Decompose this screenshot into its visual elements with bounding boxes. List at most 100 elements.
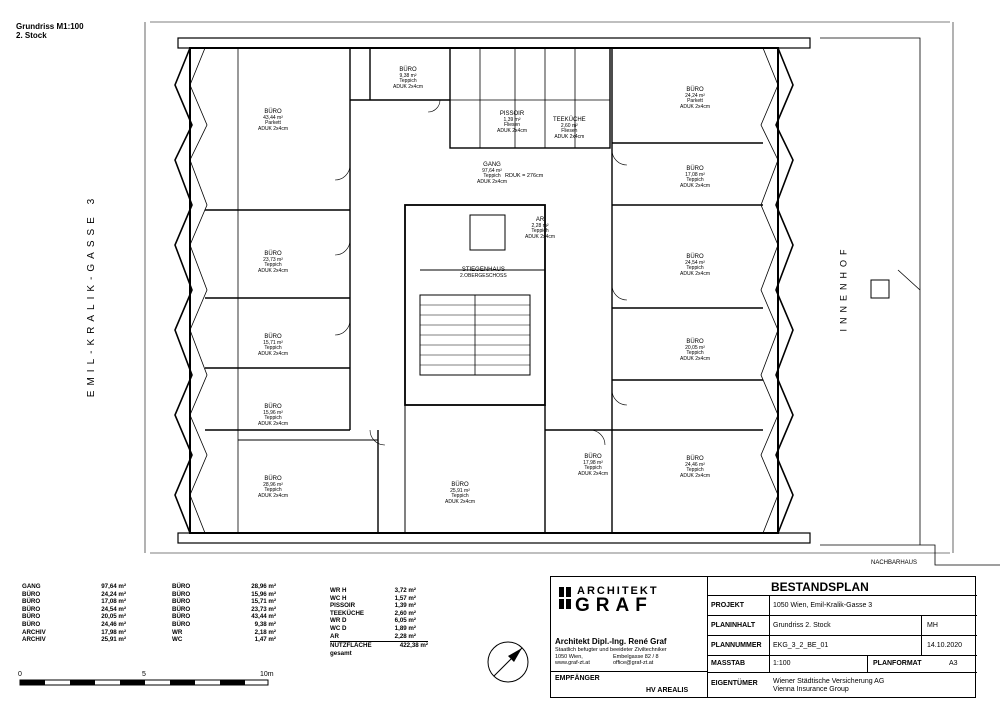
area-name: BÜRO — [172, 583, 191, 590]
room-name: BÜRO — [264, 334, 282, 340]
area-value: 15,71 m² — [251, 598, 276, 606]
scale-tick-0: 0 — [18, 671, 22, 678]
plannummer-value: EKG_3_2_BE_01 — [773, 642, 829, 649]
plan-header: Grundriss M1:100 2. Stock — [16, 22, 84, 40]
room-height: ADUK 2x4cm — [258, 125, 289, 132]
masstab-value: 1:100 — [773, 660, 791, 667]
area-name: ARCHIV — [22, 636, 46, 644]
room-height: ADUK 2x4cm — [680, 103, 711, 110]
area-value: 17,98 m² — [101, 628, 126, 636]
room-height: ADUK 2x4cm — [258, 492, 289, 499]
area-row: TEEKÜCHE 2,60 m² — [330, 610, 428, 618]
room-area: 24,46 m² — [685, 461, 705, 468]
projekt-label: PROJEKT — [711, 602, 745, 609]
header-line-1: Grundriss M1:100 — [16, 22, 84, 31]
planinhalt-value: Grundriss 2. Stock — [773, 622, 831, 629]
area-name: AR — [330, 632, 339, 640]
architect-logo-icon — [559, 587, 571, 609]
room-area: 2,60 m² — [560, 122, 578, 129]
neighbor-label: NACHBARHAUS — [871, 560, 918, 566]
room-floor: Teppich — [264, 415, 282, 422]
empfaenger-value: HV AREALIS — [646, 687, 689, 694]
room-name: BÜRO — [686, 87, 704, 93]
room-floor: Teppich — [686, 177, 704, 184]
rduk-note: RDUK = 276cm — [505, 173, 544, 179]
room-height: ADUK 2x4cm — [258, 420, 289, 427]
room-name: AR — [535, 217, 545, 223]
area-row: BÜRO 15,96 m² — [172, 591, 276, 599]
room-height: ADUK 2x4cm — [680, 270, 711, 277]
area-name: PISSOIR — [330, 602, 356, 610]
room-name: BÜRO — [264, 476, 282, 482]
room-floor: Teppich — [264, 262, 282, 269]
area-row: PISSOIR 1,39 m² — [330, 602, 428, 610]
eigentuemer-value-1: Wiener Städtische Versicherung AG — [773, 678, 885, 685]
area-name: WR D — [330, 617, 347, 625]
area-value: 1,39 m² — [394, 602, 416, 610]
room-floor: Parkett — [687, 98, 703, 105]
empfaenger-label: EMPFÄNGER — [555, 675, 600, 682]
area-name: BÜRO — [172, 590, 191, 598]
room-name: BÜRO — [399, 67, 417, 73]
room-floor: Teppich — [584, 465, 602, 472]
room-height: ADUK 2x4cm — [477, 178, 508, 185]
architect-city: 1050 Wien, — [555, 654, 583, 660]
area-name: TEEKÜCHE — [330, 609, 365, 617]
room-floor: Teppich — [264, 345, 282, 352]
planinhalt-initials: MH — [927, 622, 938, 629]
logo-text-bottom: GRAF — [575, 595, 653, 616]
area-value: 2,60 m² — [394, 609, 416, 617]
area-value: 15,96 m² — [251, 590, 276, 598]
architect-name: Architekt Dipl.-Ing. René Graf — [555, 637, 667, 646]
room-name: PISSOIR — [499, 111, 525, 117]
room-height: ADUK 2x4cm — [393, 83, 424, 90]
area-name: WC H — [330, 594, 347, 602]
area-value: 2,28 m² — [394, 632, 416, 640]
area-value: 3,72 m² — [394, 587, 416, 594]
area-name: BÜRO — [22, 605, 41, 613]
room-area: 43,44 m² — [263, 114, 283, 121]
north-arrow-icon — [487, 641, 529, 683]
area-name: BÜRO — [22, 620, 41, 628]
area-name: BÜRO — [172, 605, 191, 613]
plannummer-label: PLANNUMMER — [711, 642, 762, 649]
room-area: 2,28 m² — [531, 222, 549, 229]
room-floor: Teppich — [399, 78, 417, 85]
room-height: ADUK 2x4cm — [680, 182, 711, 189]
projekt-value: 1050 Wien, Emil-Kralik-Gasse 3 — [773, 602, 873, 609]
area-value: 43,44 m² — [251, 613, 276, 621]
room-height: ADUK 2x4cm — [445, 498, 476, 505]
plan-date: 14.10.2020 — [927, 642, 963, 649]
room-height: ADUK 2x4cm — [680, 472, 711, 479]
area-value: 1,47 m² — [254, 636, 276, 644]
header-line-2: 2. Stock — [16, 31, 47, 40]
room-height: ADUK 2x4cm — [525, 233, 556, 240]
room-floor: Teppich — [451, 493, 469, 500]
architect-street: Embelgasse 82 / 8 — [613, 654, 659, 660]
planformat-value: A3 — [949, 660, 958, 667]
area-name: BÜRO — [22, 598, 41, 606]
room-floor: Fliesen — [561, 128, 578, 135]
room-name: BÜRO — [264, 109, 282, 115]
